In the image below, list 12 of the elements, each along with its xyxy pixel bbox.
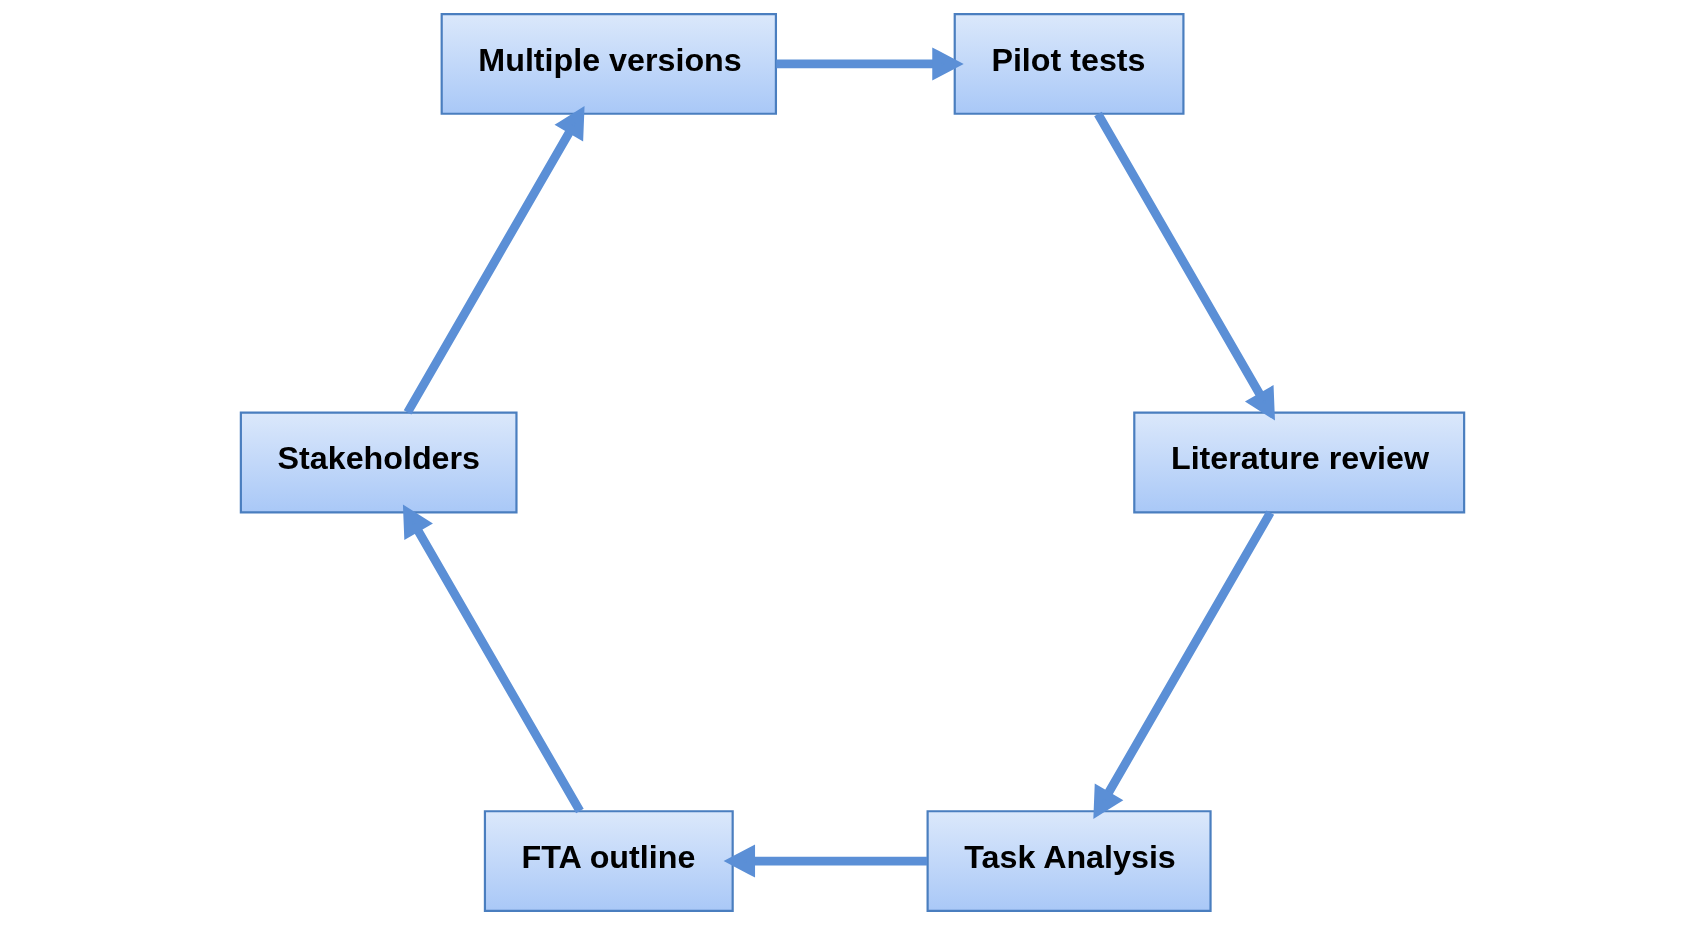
node-box: Task Analysis	[926, 810, 1212, 913]
node-box: Multiple versions	[440, 12, 777, 115]
node-box: Literature review	[1133, 411, 1466, 514]
arrow	[723, 844, 928, 878]
arrow	[403, 105, 585, 415]
arrow	[1093, 510, 1275, 820]
node-box: Stakeholders	[239, 411, 518, 514]
node-box: FTA outline	[483, 810, 734, 913]
node-box: Pilot tests	[953, 12, 1185, 115]
arrow	[402, 504, 584, 814]
arrow	[776, 47, 964, 81]
arrow	[1094, 111, 1275, 421]
